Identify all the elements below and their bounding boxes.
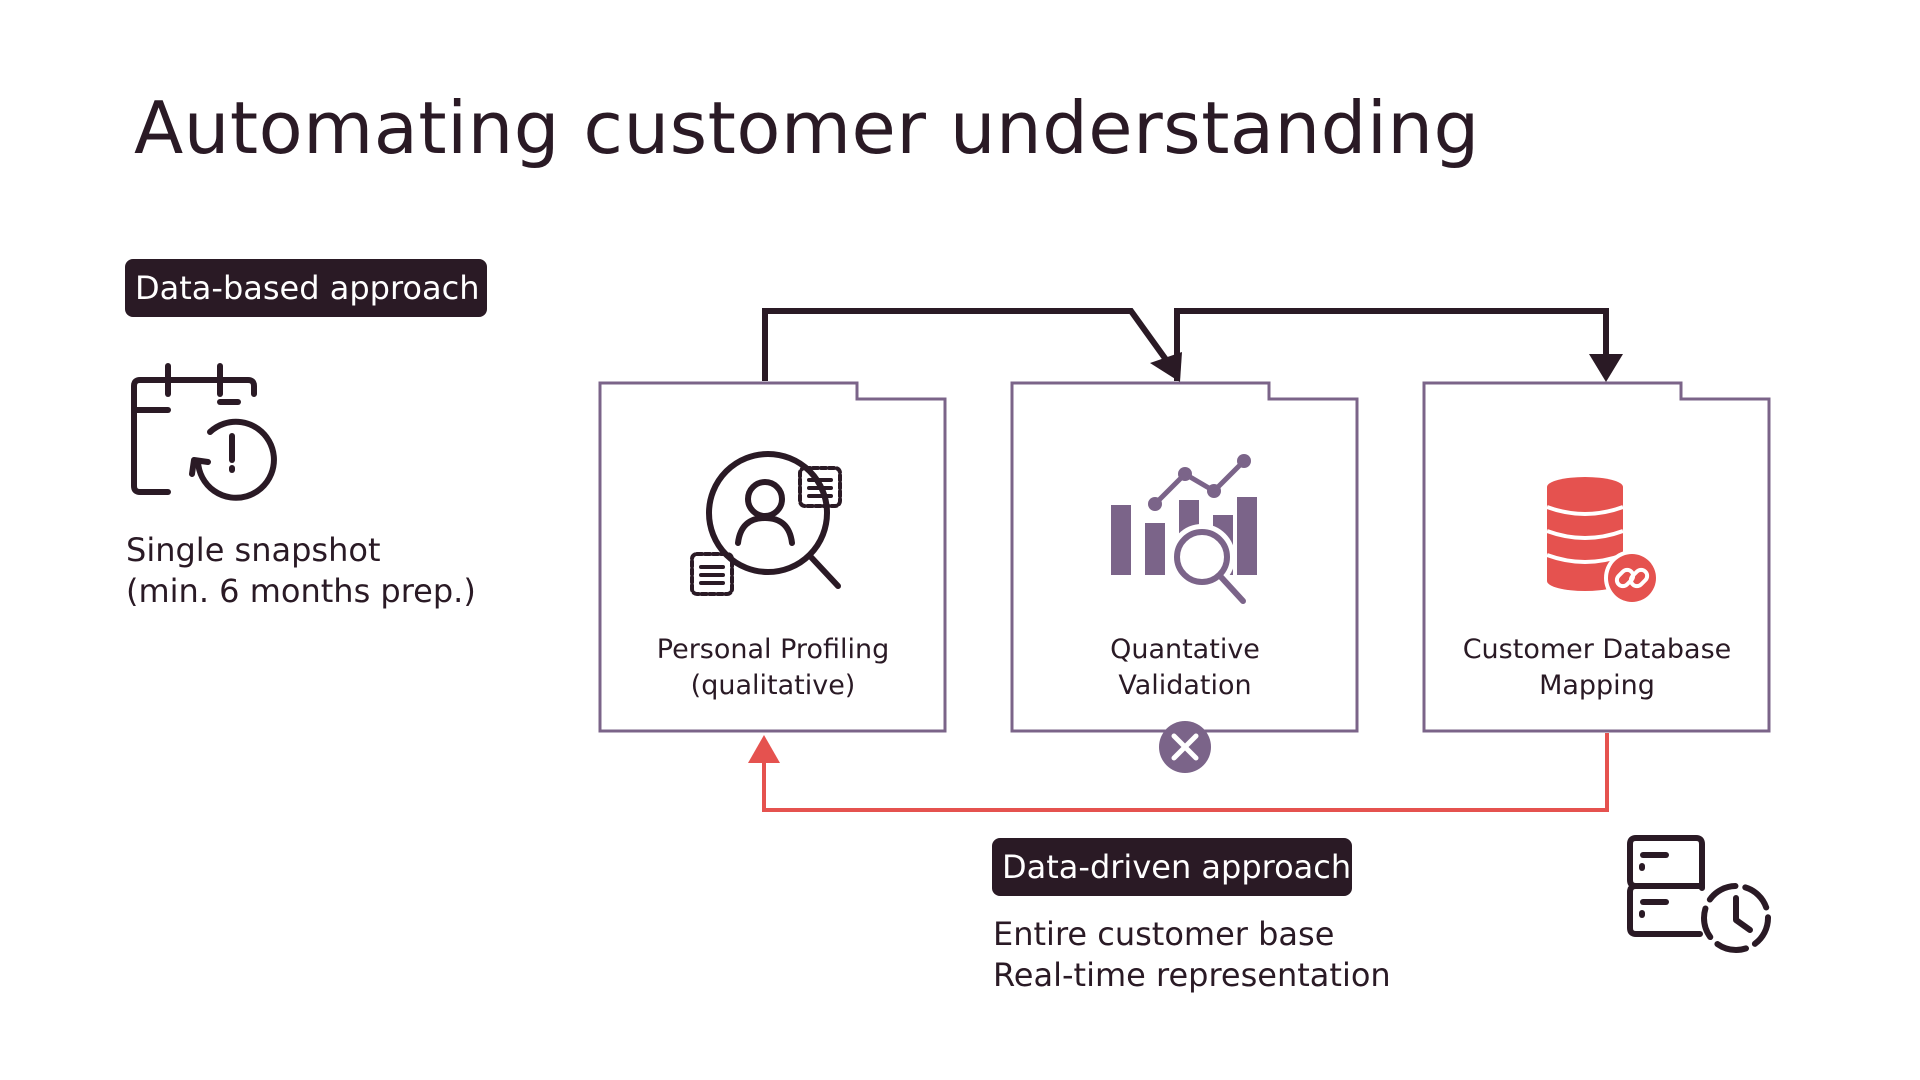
data-driven-description: Entire customer base Real-time represent… (993, 914, 1391, 996)
database-link-icon (1546, 477, 1660, 606)
top-connector-line (762, 308, 1175, 381)
card-3-label-line-1: Customer Database (1462, 634, 1732, 665)
card-3-label: Customer Database Mapping (1424, 632, 1770, 704)
card-personal-profiling (598, 381, 947, 733)
data-driven-approach-badge: Data-driven approach (992, 838, 1352, 896)
top-connector-line-2 (1174, 308, 1609, 381)
data-based-approach-badge: Data-based approach (125, 259, 487, 317)
page-title: Automating customer understanding (134, 86, 1480, 170)
card-3-label-line-2: Mapping (1539, 670, 1655, 701)
data-based-line-1: Single snapshot (126, 531, 381, 569)
data-based-line-2: (min. 6 months prep.) (126, 572, 476, 610)
server-clock-icon (1627, 835, 1771, 953)
close-circle-icon (1159, 721, 1211, 773)
feedback-connector-line (762, 733, 1609, 812)
data-driven-line-2: Real-time representation (993, 956, 1391, 994)
card-2-label: Quantative Validation (1012, 632, 1358, 704)
arrow-head-to-mapping (1589, 354, 1623, 382)
data-based-description: Single snapshot (min. 6 months prep.) (126, 530, 476, 612)
card-1-label-line-2: (qualitative) (690, 670, 856, 701)
user-search-icon (690, 451, 842, 596)
chart-magnifier-icon (1111, 454, 1257, 604)
calendar-clock-icon (131, 363, 277, 501)
data-driven-line-1: Entire customer base (993, 915, 1335, 953)
card-2-label-line-1: Quantative (1110, 634, 1260, 665)
card-1-label: Personal Profiling (qualitative) (600, 632, 946, 704)
card-1-label-line-1: Personal Profiling (656, 634, 890, 665)
card-2-label-line-2: Validation (1118, 670, 1252, 701)
feedback-arrow-head (748, 735, 780, 763)
